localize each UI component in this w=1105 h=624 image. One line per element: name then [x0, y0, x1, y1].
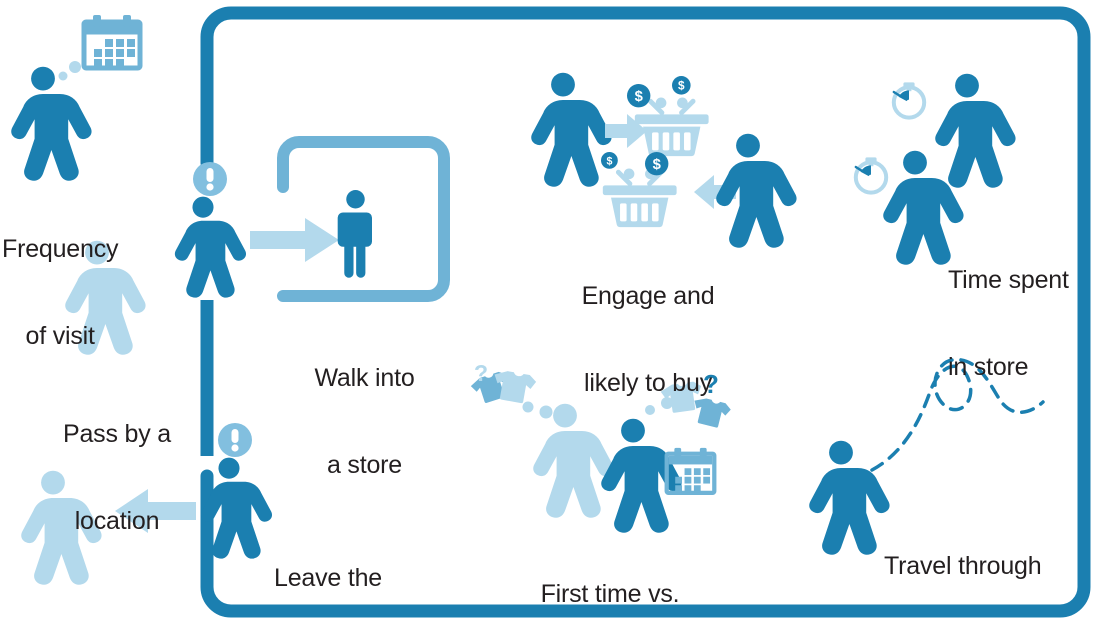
stage-leave-the-store-too-soon: [21, 423, 273, 585]
person-in-doorway: [337, 190, 372, 278]
label-frequency-of-visit: Frequency of visit: [2, 235, 119, 350]
coin-icon-1: [627, 84, 651, 108]
question-mark-right: ?: [703, 369, 719, 399]
thought-dots-left: [522, 401, 553, 419]
coin-icon-2: [672, 76, 691, 95]
stage-frequency-of-visit: [11, 15, 140, 181]
store-doorway-icon: [277, 136, 450, 302]
person-engage-left: [531, 72, 612, 187]
label-travel-through-a-zone: Travel through a zone: [884, 552, 1042, 580]
arrow-left-engage: [694, 175, 736, 209]
stage-first-time-vs-repeat-visitors: ? ?: [469, 360, 732, 533]
calendar-icon: [84, 15, 140, 68]
person-frequency: [11, 66, 92, 181]
arrow-left-leave: [115, 489, 196, 533]
label-time-spent-in-store: Time spent in store: [948, 266, 1069, 381]
stage-entry-person: [174, 162, 339, 298]
shopping-basket-icon-lower: [603, 169, 677, 228]
thought-bubble-dots: [58, 61, 81, 81]
arrow-right-entry: [250, 218, 339, 262]
person-time-upper: [935, 73, 1016, 188]
stage-travel-through-a-zone: [809, 358, 1045, 555]
dashed-path-icon: [870, 358, 1045, 472]
label-first-time-vs-repeat-visitors: First time vs. repeat visitors: [540, 580, 680, 608]
stage-engage-and-likely-to-buy: [531, 72, 797, 248]
shopping-basket-icon-upper: [635, 98, 709, 157]
store-boundary-frame: [200, 6, 1091, 618]
stopwatch-icon-upper: [894, 82, 924, 117]
label-engage-and-likely-to-buy: Engage and likely to buy: [581, 282, 715, 397]
tshirt-thought-icon-left: ?: [469, 360, 538, 406]
stopwatch-icon-lower: [856, 157, 886, 192]
alert-exclamation-icon-entry: [193, 162, 227, 196]
person-travel-zone: [809, 440, 890, 555]
label-pass-by-a-location: Pass by a location: [63, 420, 171, 535]
alert-exclamation-icon-leave: [218, 423, 252, 457]
person-entering: [174, 196, 247, 298]
stage-walk-into-a-store: [277, 136, 450, 302]
coin-icon-3: [601, 152, 618, 169]
question-mark-left: ?: [474, 360, 488, 386]
tshirt-thought-icon-right: ?: [659, 369, 732, 430]
label-walk-into-a-store: Walk into a store: [314, 364, 415, 479]
coin-icon-4: [645, 152, 669, 176]
thought-dots-right: [645, 397, 673, 415]
label-leave-the-store-too-soon: Leave the store too soon: [274, 564, 383, 592]
